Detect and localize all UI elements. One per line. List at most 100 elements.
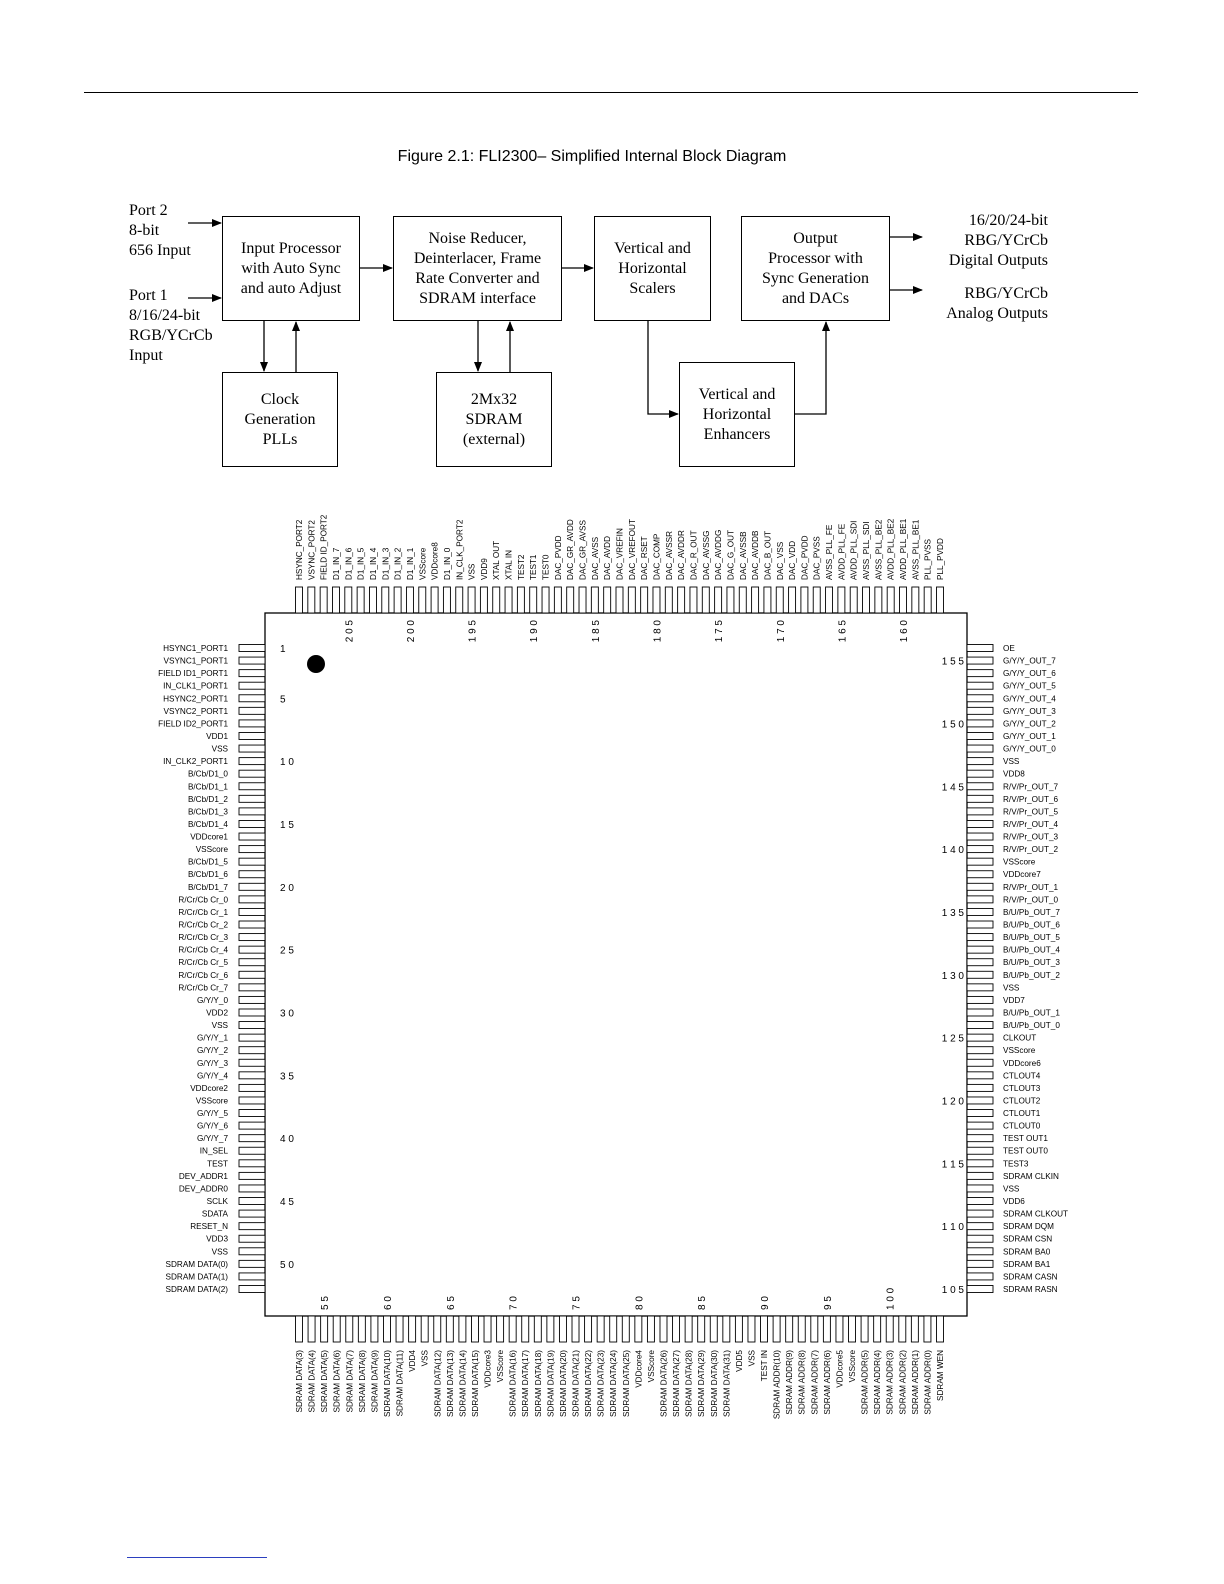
pin-number-left: 1 5 bbox=[280, 820, 294, 831]
pin-right-106 bbox=[966, 1272, 994, 1281]
pin-label-bottom: VDD5 bbox=[735, 1350, 744, 1372]
pin-number-right: 1 0 5 bbox=[942, 1285, 965, 1296]
pin-label-top: D1_IN_0 bbox=[443, 547, 452, 580]
pin-bottom-81 bbox=[646, 1315, 655, 1343]
pin-right-136 bbox=[966, 895, 994, 904]
pin-label-right: SDRAM RASN bbox=[1003, 1285, 1058, 1294]
pin-top-193 bbox=[492, 586, 501, 614]
pin-label-left: RESET_N bbox=[190, 1222, 228, 1231]
pin-right-145 bbox=[966, 782, 994, 791]
pin-right-140 bbox=[966, 845, 994, 854]
pin-label-right: R/V/Pr_OUT_1 bbox=[1003, 883, 1059, 892]
pin-right-125 bbox=[966, 1033, 994, 1042]
pin-left-50 bbox=[238, 1259, 266, 1268]
pin-bottom-60 bbox=[383, 1315, 391, 1343]
pin-right-120 bbox=[966, 1096, 994, 1105]
pin-label-bottom: SDRAM DATA(11) bbox=[396, 1350, 405, 1417]
pin-label-top: VSS bbox=[468, 563, 477, 580]
pin-number-bottom: 8 5 bbox=[697, 1296, 708, 1310]
pin-label-bottom: SDRAM DATA(26) bbox=[659, 1350, 668, 1417]
pin-label-bottom: SDRAM DATA(7) bbox=[345, 1350, 354, 1413]
pin-label-top: DAC_G_OUT bbox=[726, 530, 735, 580]
pin-label-right: B/U/Pb_OUT_0 bbox=[1003, 1021, 1060, 1030]
pin-bottom-69 bbox=[496, 1315, 505, 1343]
pin-bottom-90 bbox=[760, 1315, 768, 1343]
pin-label-top: DAC_RSET bbox=[640, 536, 649, 580]
output-digital-label: 16/20/24-bit RBG/YCrCb Digital Outputs bbox=[948, 212, 1048, 269]
pin-bottom-77 bbox=[596, 1315, 605, 1343]
pin-left-28 bbox=[238, 983, 266, 992]
pin-label-left: HSYNC2_PORT1 bbox=[163, 694, 228, 703]
pin-label-right: B/U/Pb_OUT_3 bbox=[1003, 958, 1060, 967]
pin-left-14 bbox=[238, 807, 266, 816]
pin-label-left: G/Y/Y_7 bbox=[197, 1134, 228, 1143]
pin-label-left: VSS bbox=[212, 745, 229, 754]
pin-right-129 bbox=[966, 983, 994, 992]
pin-number-bottom: 7 0 bbox=[509, 1296, 520, 1310]
pin-number-top: 2 0 0 bbox=[406, 620, 417, 643]
pin-label-bottom: SDRAM DATA(29) bbox=[697, 1350, 706, 1417]
pin-label-left: VDD3 bbox=[206, 1235, 228, 1244]
pin-top-204 bbox=[356, 586, 365, 614]
pin-left-1 bbox=[238, 644, 266, 652]
pin-label-left: G/Y/Y_5 bbox=[197, 1109, 228, 1118]
pin-number-bottom: 1 0 0 bbox=[886, 1287, 897, 1310]
pin-bottom-104 bbox=[936, 1315, 944, 1343]
pin-label-right: VDD8 bbox=[1003, 770, 1025, 779]
pin-label-bottom: SDRAM DATA(18) bbox=[534, 1350, 543, 1417]
pin-bottom-97 bbox=[848, 1315, 856, 1343]
pin-left-40 bbox=[238, 1134, 266, 1143]
pin-label-bottom: SDRAM ADDR(10) bbox=[773, 1350, 782, 1419]
pin-label-bottom: SDRAM DATA(8) bbox=[358, 1350, 367, 1413]
pin-bottom-53 bbox=[295, 1315, 303, 1343]
pin-label-bottom: SDRAM DATA(10) bbox=[383, 1350, 392, 1417]
pin-right-118 bbox=[966, 1121, 994, 1130]
pin-label-right: G/Y/Y_OUT_2 bbox=[1003, 719, 1056, 728]
pin-top-158 bbox=[923, 586, 932, 614]
pin-label-top: AVDD_PLL_FE bbox=[837, 523, 846, 580]
pin-bottom-103 bbox=[923, 1315, 932, 1343]
input-port1-label: Port 1 8/16/24-bit RGB/YCrCb Input bbox=[129, 287, 213, 364]
pin-right-110 bbox=[966, 1222, 994, 1231]
pin-top-184 bbox=[603, 586, 612, 614]
pin-bottom-94 bbox=[810, 1315, 819, 1343]
pin-label-left: HSYNC1_PORT1 bbox=[163, 644, 228, 653]
pin-label-bottom: SDRAM ADDR(3) bbox=[886, 1350, 895, 1415]
pin-label-left: VDDcore2 bbox=[190, 1084, 228, 1093]
pin-left-3 bbox=[238, 669, 266, 678]
pin-top-185 bbox=[590, 586, 599, 614]
pin-label-right: G/Y/Y_OUT_7 bbox=[1003, 657, 1056, 666]
pin-label-bottom: SDRAM ADDR(0) bbox=[923, 1350, 932, 1415]
pin-label-top: FIELD ID_PORT2 bbox=[320, 514, 329, 580]
pin-label-top: PLL_PVDD bbox=[936, 538, 945, 580]
pin-right-116 bbox=[966, 1146, 994, 1155]
pin-label-left: R/Cr/Cb Cr_5 bbox=[178, 958, 228, 967]
pin-top-164 bbox=[849, 586, 858, 614]
pin-top-170 bbox=[775, 586, 784, 614]
pin-top-181 bbox=[640, 586, 649, 614]
pin-left-25 bbox=[238, 945, 266, 954]
pin-left-8 bbox=[238, 732, 266, 740]
pin-label-bottom: SDRAM DATA(17) bbox=[521, 1350, 530, 1417]
pin-right-126 bbox=[966, 1021, 994, 1030]
pin-label-left: G/Y/Y_3 bbox=[197, 1059, 228, 1068]
pin-top-163 bbox=[862, 586, 870, 614]
pin-top-178 bbox=[677, 586, 686, 614]
pin-right-107 bbox=[966, 1259, 994, 1268]
pin-label-bottom: VDDcore4 bbox=[634, 1350, 643, 1388]
pin-top-159 bbox=[911, 586, 920, 614]
pin-right-128 bbox=[966, 995, 994, 1004]
pin-right-130 bbox=[966, 970, 994, 979]
pin-top-192 bbox=[504, 586, 513, 614]
pin-number-bottom: 9 5 bbox=[823, 1296, 834, 1310]
pin-right-152 bbox=[966, 694, 994, 703]
pin-top-196 bbox=[455, 586, 464, 614]
pin-label-left: B/Cb/D1_5 bbox=[188, 858, 228, 867]
pin-right-108 bbox=[966, 1247, 994, 1256]
pin-label-right: G/Y/Y_OUT_1 bbox=[1003, 732, 1056, 741]
pin-number-bottom: 6 0 bbox=[383, 1296, 394, 1310]
pin-label-right: SDRAM CLKOUT bbox=[1003, 1210, 1068, 1219]
pin-top-166 bbox=[825, 586, 834, 614]
pin-label-top: D1_IN_7 bbox=[332, 547, 341, 580]
pin-label-top: XTAL OUT bbox=[492, 541, 501, 580]
